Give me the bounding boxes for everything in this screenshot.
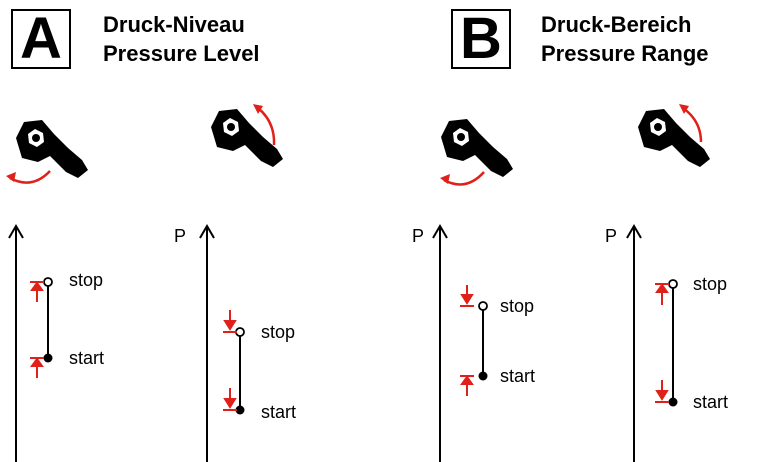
section-a-badge: A (11, 9, 71, 69)
shift-down-arrow (655, 380, 669, 403)
section-a-letter: A (20, 6, 62, 71)
start-point (43, 353, 53, 363)
pressure-axis (432, 224, 448, 462)
axis-label-p: P (174, 226, 187, 246)
pressure-axis (626, 224, 642, 462)
stop-label: stop (693, 274, 728, 294)
stop-label: stop (69, 270, 104, 290)
shift-up-arrow (655, 283, 669, 305)
section-a-title-de: Druck-Niveau (103, 12, 245, 37)
shift-down-arrow (223, 388, 237, 411)
start-label: start (69, 348, 105, 368)
stop-point (43, 277, 53, 287)
range-marker (43, 277, 53, 363)
wrench-icon (211, 109, 283, 167)
start-point (235, 405, 245, 415)
start-point (478, 371, 488, 381)
section-b-title-en: Pressure Range (541, 41, 709, 66)
stop-label: stop (500, 296, 535, 316)
axis-label-p: P (412, 226, 425, 246)
shift-down-arrow (223, 310, 237, 333)
stop-point (235, 327, 245, 337)
wrench-icon (16, 120, 88, 178)
shift-up-arrow (30, 357, 44, 378)
section-b-title-de: Druck-Bereich (541, 12, 692, 37)
arrow-counterclockwise-icon (9, 170, 51, 184)
section-a-title-en: Pressure Level (103, 41, 260, 66)
start-label: start (261, 402, 297, 422)
section-b-letter: B (460, 6, 502, 71)
stop-label: stop (261, 322, 296, 342)
shift-down-arrow (460, 285, 474, 307)
start-point (668, 397, 678, 407)
wrench-icon (638, 109, 710, 167)
start-label: start (500, 366, 536, 386)
start-label: start (693, 392, 729, 412)
pressure-axis (199, 224, 215, 462)
range-marker (478, 301, 488, 381)
range-marker (235, 327, 245, 415)
axis-label-p: P (605, 226, 618, 246)
section-b-badge: B (451, 9, 511, 69)
stop-point (668, 279, 678, 289)
wrench-icon (441, 119, 513, 177)
shift-up-arrow (30, 281, 44, 302)
stop-point (478, 301, 488, 311)
arrow-counterclockwise-icon (443, 171, 485, 186)
pressure-axis (8, 224, 24, 462)
range-marker (668, 279, 678, 407)
shift-up-arrow (460, 375, 474, 396)
arrow-clockwise-icon (257, 107, 276, 146)
